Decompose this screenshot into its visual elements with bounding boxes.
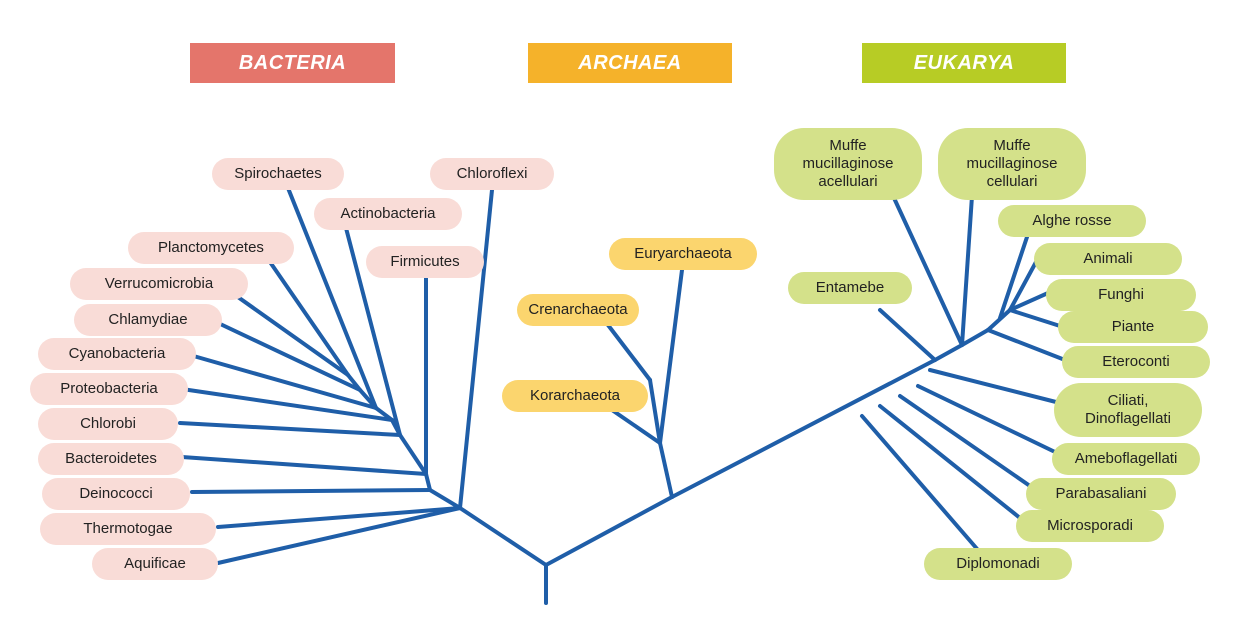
branch-crenarchaeota bbox=[606, 323, 652, 382]
branch-eukarya-main bbox=[670, 358, 937, 499]
branch-actinobacteria bbox=[344, 226, 402, 437]
branch-eteroconti bbox=[986, 328, 1067, 362]
branch-animali bbox=[1008, 260, 1038, 312]
label-microsporadi: Microsporadi bbox=[1016, 510, 1164, 542]
branch-entamebe bbox=[878, 308, 937, 362]
branch-alghe-rosse bbox=[998, 232, 1030, 320]
branch-ameboflagellati bbox=[916, 384, 1057, 454]
label-eteroconti: Eteroconti bbox=[1062, 346, 1210, 378]
label-alghe-rosse: Alghe rosse bbox=[998, 205, 1146, 237]
branch-verrucomicrobia bbox=[226, 288, 350, 377]
eukarya-header: EUKARYA bbox=[862, 43, 1066, 83]
branch-ae-main bbox=[544, 495, 674, 567]
label-chlorobi: Chlorobi bbox=[38, 408, 178, 440]
branch-muffe-cellulari bbox=[960, 194, 974, 347]
branch-deinococci bbox=[428, 488, 462, 510]
branch-bacteria-a bbox=[424, 472, 432, 492]
branch-muffe-acellulari bbox=[892, 196, 964, 347]
branch-euryarchaeota bbox=[658, 268, 684, 445]
branch-aquificae bbox=[216, 506, 462, 565]
label-funghi: Funghi bbox=[1046, 279, 1196, 311]
label-verrucomicrobia: Verrucomicrobia bbox=[70, 268, 248, 300]
label-aquificae: Aquificae bbox=[92, 548, 218, 580]
label-proteobacteria: Proteobacteria bbox=[30, 373, 188, 405]
branch-chlorobi bbox=[178, 421, 402, 437]
label-entamebe: Entamebe bbox=[788, 272, 912, 304]
label-parabasaliani: Parabasaliani bbox=[1026, 478, 1176, 510]
label-chlamydiae: Chlamydiae bbox=[74, 304, 222, 336]
bacteria-header: BACTERIA bbox=[190, 43, 395, 83]
label-planctomycetes: Planctomycetes bbox=[128, 232, 294, 264]
label-firmicutes: Firmicutes bbox=[366, 246, 484, 278]
label-chloroflexi: Chloroflexi bbox=[430, 158, 554, 190]
label-cyanobacteria: Cyanobacteria bbox=[38, 338, 196, 370]
label-euryarchaeota: Euryarchaeota bbox=[609, 238, 757, 270]
label-animali: Animali bbox=[1034, 243, 1182, 275]
branch-thermotogae bbox=[216, 506, 462, 529]
branch-funghi bbox=[1008, 291, 1050, 312]
branch-parabasaliani bbox=[898, 394, 1032, 488]
branch-korarchaeota bbox=[610, 408, 662, 445]
branch-diplomonadi bbox=[860, 414, 980, 552]
branch-planctomycetes bbox=[268, 260, 350, 377]
branch-cyanobacteria bbox=[188, 353, 378, 410]
branch-chlamydiae bbox=[214, 320, 362, 392]
branch-microsporadi bbox=[878, 404, 1022, 520]
branch-piante bbox=[1008, 308, 1062, 328]
label-bacteroidetes: Bacteroidetes bbox=[38, 443, 184, 475]
branch-spirochaetes bbox=[286, 186, 378, 410]
branch-archaea-main bbox=[658, 441, 674, 499]
label-korarchaeota: Korarchaeota bbox=[502, 380, 648, 412]
label-ameboflagellati: Ameboflagellati bbox=[1052, 443, 1200, 475]
branch-bacteroidetes bbox=[180, 455, 428, 476]
label-crenarchaeota: Crenarchaeota bbox=[517, 294, 639, 326]
label-muffe-cellulari: Muffe mucillaginose cellulari bbox=[938, 128, 1086, 200]
archaea-header: ARCHAEA bbox=[528, 43, 732, 83]
label-ciliati-dinoflagellati: Ciliati, Dinoflagellati bbox=[1054, 383, 1202, 437]
label-diplomonadi: Diplomonadi bbox=[924, 548, 1072, 580]
label-piante: Piante bbox=[1058, 311, 1208, 343]
label-spirochaetes: Spirochaetes bbox=[212, 158, 344, 190]
branch-chloroflexi bbox=[458, 188, 494, 510]
branch-bacteria-main bbox=[458, 506, 548, 567]
label-thermotogae: Thermotogae bbox=[40, 513, 216, 545]
branch-ciliati bbox=[928, 368, 1058, 404]
label-deinococci: Deinococci bbox=[42, 478, 190, 510]
label-muffe-acellulari: Muffe mucillaginose acellulari bbox=[774, 128, 922, 200]
branch-proteobacteria bbox=[180, 387, 394, 422]
label-actinobacteria: Actinobacteria bbox=[314, 198, 462, 230]
